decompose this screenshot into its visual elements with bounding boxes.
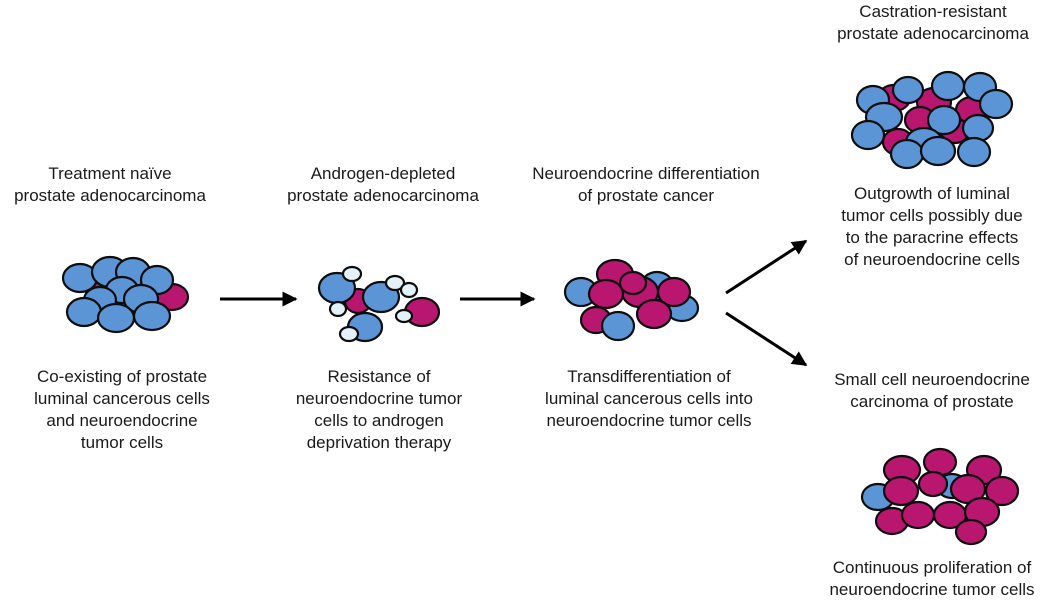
neuroendocrine-tumor-cell (917, 470, 949, 498)
cluster-treatment-naive (61, 255, 190, 334)
neuroendocrine-tumor-cell (882, 475, 920, 507)
luminal-tumor-cell (956, 136, 992, 168)
neuroendocrine-tumor-cell (618, 270, 648, 296)
neuroendocrine-tumor-cell (900, 500, 936, 530)
androgen-depleted-cell (384, 274, 406, 292)
arrow-to-castration-resistant (725, 239, 808, 295)
neuroendocrine-tumor-cell (922, 447, 958, 477)
stage-3-title: Neuroendocrine differentiation of prosta… (532, 164, 760, 205)
cluster-castration-resistant (850, 70, 1014, 170)
arrow-to-small-cell-carcinoma (725, 311, 808, 367)
androgen-depleted-cell (341, 265, 363, 283)
outcome-castration-resistant-caption: Outgrowth of luminal tumor cells possibl… (841, 184, 1023, 269)
luminal-tumor-cell (132, 300, 172, 332)
luminal-tumor-cell (850, 119, 886, 151)
luminal-tumor-cell (919, 135, 957, 167)
luminal-tumor-cell (978, 88, 1014, 120)
outcome-small-cell-caption: Continuous proliferation of neuroendocri… (829, 558, 1035, 599)
luminal-tumor-cell (930, 70, 966, 102)
stage-1-title: Treatment naïve prostate adenocarcinoma (14, 164, 206, 205)
luminal-tumor-cell (891, 75, 925, 105)
androgen-depleted-cell (394, 308, 414, 324)
outcome-small-cell-title: Small cell neuroendocrine carcinoma of p… (834, 370, 1030, 411)
androgen-depleted-cell (399, 281, 419, 299)
luminal-tumor-cell (65, 296, 103, 328)
neuroendocrine-tumor-cell (656, 276, 692, 308)
neuroendocrine-tumor-cell (954, 518, 988, 546)
androgen-depleted-cell (328, 300, 348, 318)
stage-2-caption: Resistance of neuroendocrine tumor cells… (295, 367, 463, 452)
cluster-small-cell-carcinoma (860, 447, 1020, 546)
luminal-tumor-cell (889, 138, 925, 170)
luminal-tumor-cell (600, 310, 636, 342)
androgen-depleted-cell (338, 325, 360, 343)
cluster-neuroendocrine-differentiation (563, 258, 700, 342)
luminal-tumor-cell (926, 104, 962, 136)
stage-1-caption: Co-existing of prostate luminal cancerou… (34, 367, 210, 452)
cluster-androgen-depleted (317, 265, 441, 343)
neuroendocrine-tumor-cell (587, 278, 625, 310)
stage-2-title: Androgen-depleted prostate adenocarcinom… (287, 164, 479, 205)
luminal-tumor-cell (961, 113, 995, 143)
luminal-tumor-cell (96, 302, 136, 334)
outcome-castration-resistant-title: Castration-resistant prostate adenocarci… (837, 2, 1029, 43)
neuroendocrine-tumor-cell (984, 475, 1020, 507)
neuroendocrine-tumor-cell (635, 298, 673, 330)
stage-3-caption: Transdifferentiation of luminal cancerou… (545, 367, 753, 430)
